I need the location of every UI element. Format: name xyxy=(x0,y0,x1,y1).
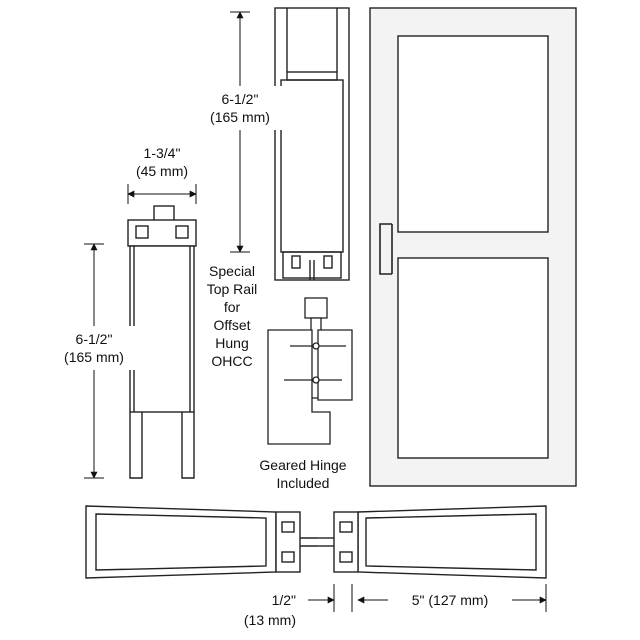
bottom-height-dimension: 6-1/2" (165 mm) xyxy=(50,243,140,479)
note-line: Top Rail xyxy=(207,281,258,297)
note-line: Geared Hinge xyxy=(259,457,346,473)
stile-face-dimension: 5" (127 mm) xyxy=(357,584,547,612)
plan-view-right-stile xyxy=(318,505,547,579)
note-line: Hung xyxy=(215,335,248,351)
gap-width-metric: (13 mm) xyxy=(244,612,296,628)
note-line: Special xyxy=(209,263,255,279)
top-rail-height-metric: (165 mm) xyxy=(210,109,270,125)
plan-view-left-stile xyxy=(85,505,318,579)
stile-width-dimension: 1-3/4" (45 mm) xyxy=(127,145,197,204)
geared-hinge-detail xyxy=(267,297,353,445)
door-pull-handle-icon xyxy=(379,223,393,275)
gap-width-imperial: 1/2" xyxy=(272,592,296,608)
note-line: Included xyxy=(277,475,330,491)
note-line: Offset xyxy=(213,317,250,333)
bottom-height-imperial: 6-1/2" xyxy=(76,331,113,347)
note-line: OHCC xyxy=(211,353,252,369)
special-top-rail-note: Special Top Rail for Offset Hung OHCC xyxy=(207,263,258,369)
bottom-height-metric: (165 mm) xyxy=(64,349,124,365)
note-line: for xyxy=(224,299,241,315)
door-elevation xyxy=(369,7,577,487)
gap-width-dimension: 1/2" (13 mm) xyxy=(244,584,353,628)
stile-width-imperial: 1-3/4" xyxy=(144,145,181,161)
stile-width-metric: (45 mm) xyxy=(136,163,188,179)
stile-face-label: 5" (127 mm) xyxy=(412,592,489,608)
geared-hinge-note: Geared Hinge Included xyxy=(259,457,346,491)
top-rail-height-imperial: 6-1/2" xyxy=(222,91,259,107)
top-rail-section xyxy=(274,7,350,281)
bottom-rail-section xyxy=(127,205,197,479)
top-rail-height-dimension: 6-1/2" (165 mm) xyxy=(196,11,282,253)
